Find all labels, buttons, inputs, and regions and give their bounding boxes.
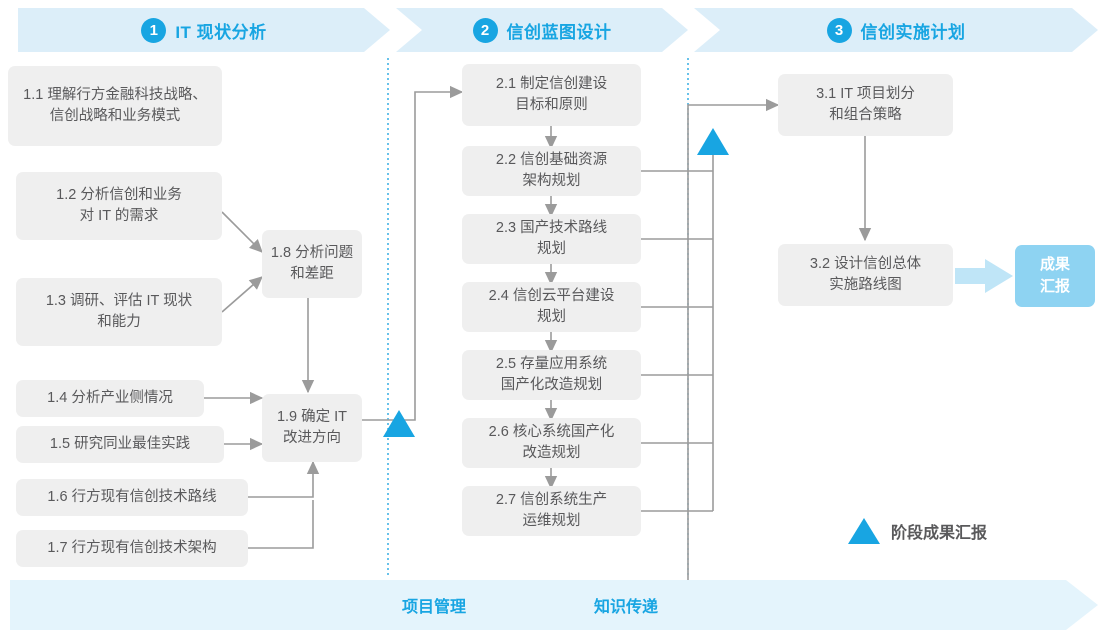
node-2-4[interactable]: 2.4 信创云平台建设 规划 (462, 282, 641, 332)
footer-label-knowledge-transfer: 知识传递 (594, 599, 659, 616)
wire-to-3-1 (687, 98, 780, 608)
node-1-9[interactable]: 1.9 确定 IT 改进方向 (262, 394, 362, 462)
phase-ribbon-3[interactable]: 3 信创实施计划 (694, 8, 1098, 52)
phase-number-2: 2 (473, 18, 498, 43)
node-1-7[interactable]: 1.7 行方现有信创技术架构 (16, 530, 248, 567)
milestone-triangle-phase2 (697, 128, 729, 155)
node-1-8[interactable]: 1.8 分析问题 和差距 (262, 230, 362, 298)
legend: 阶段成果汇报 (848, 518, 987, 544)
wire-1-7-to-bus (248, 500, 314, 549)
phase-number-3: 3 (827, 18, 852, 43)
wire-1-2-to-1-8 (221, 211, 263, 253)
legend-label: 阶段成果汇报 (891, 525, 988, 542)
node-2-6[interactable]: 2.6 核心系统国产化 改造规划 (462, 418, 641, 468)
footer-label-project-management: 项目管理 (402, 599, 467, 616)
wire-1-3-to-1-8 (221, 276, 263, 313)
wire-1-9-to-2-1 (362, 85, 464, 421)
node-1-3[interactable]: 1.3 调研、评估 IT 现状 和能力 (16, 278, 222, 346)
milestone-triangle-phase1 (383, 410, 415, 437)
node-2-1[interactable]: 2.1 制定信创建设 目标和原则 (462, 64, 641, 126)
wire-1-6-to-1-9 (248, 460, 320, 498)
node-1-6[interactable]: 1.6 行方现有信创技术路线 (16, 479, 248, 516)
phase-label-2: 信创蓝图设计 (506, 22, 612, 42)
wire-3-2-to-result (955, 259, 1013, 293)
node-result-report[interactable]: 成果 汇报 (1015, 245, 1095, 307)
node-3-1[interactable]: 3.1 IT 项目划分 和组合策略 (778, 74, 953, 136)
node-3-2[interactable]: 3.2 设计信创总体 实施路线图 (778, 244, 953, 306)
footer-ribbon: 项目管理 知识传递 (10, 580, 1098, 630)
node-1-5[interactable]: 1.5 研究同业最佳实践 (16, 426, 224, 463)
phase-ribbon-1[interactable]: 1 IT 现状分析 (18, 8, 390, 52)
phase-ribbon-3-content: 3 信创实施计划 (827, 18, 966, 43)
node-2-5[interactable]: 2.5 存量应用系统 国产化改造规划 (462, 350, 641, 400)
phase-label-3: 信创实施计划 (860, 22, 966, 42)
phase-ribbon-2[interactable]: 2 信创蓝图设计 (396, 8, 688, 52)
node-1-4[interactable]: 1.4 分析产业侧情况 (16, 380, 204, 417)
phase-ribbon-2-content: 2 信创蓝图设计 (473, 18, 612, 43)
node-1-1[interactable]: 1.1 理解行方金融科技战略、 信创战略和业务模式 (8, 66, 222, 146)
node-2-2[interactable]: 2.2 信创基础资源 架构规划 (462, 146, 641, 196)
phase-ribbon-1-content: 1 IT 现状分析 (141, 18, 266, 43)
node-2-7[interactable]: 2.7 信创系统生产 运维规划 (462, 486, 641, 536)
triangle-up-icon (848, 518, 880, 544)
node-2-3[interactable]: 2.3 国产技术路线 规划 (462, 214, 641, 264)
node-1-2[interactable]: 1.2 分析信创和业务 对 IT 的需求 (16, 172, 222, 240)
phase-label-1: IT 现状分析 (175, 22, 267, 42)
phase-number-1: 1 (141, 18, 166, 43)
